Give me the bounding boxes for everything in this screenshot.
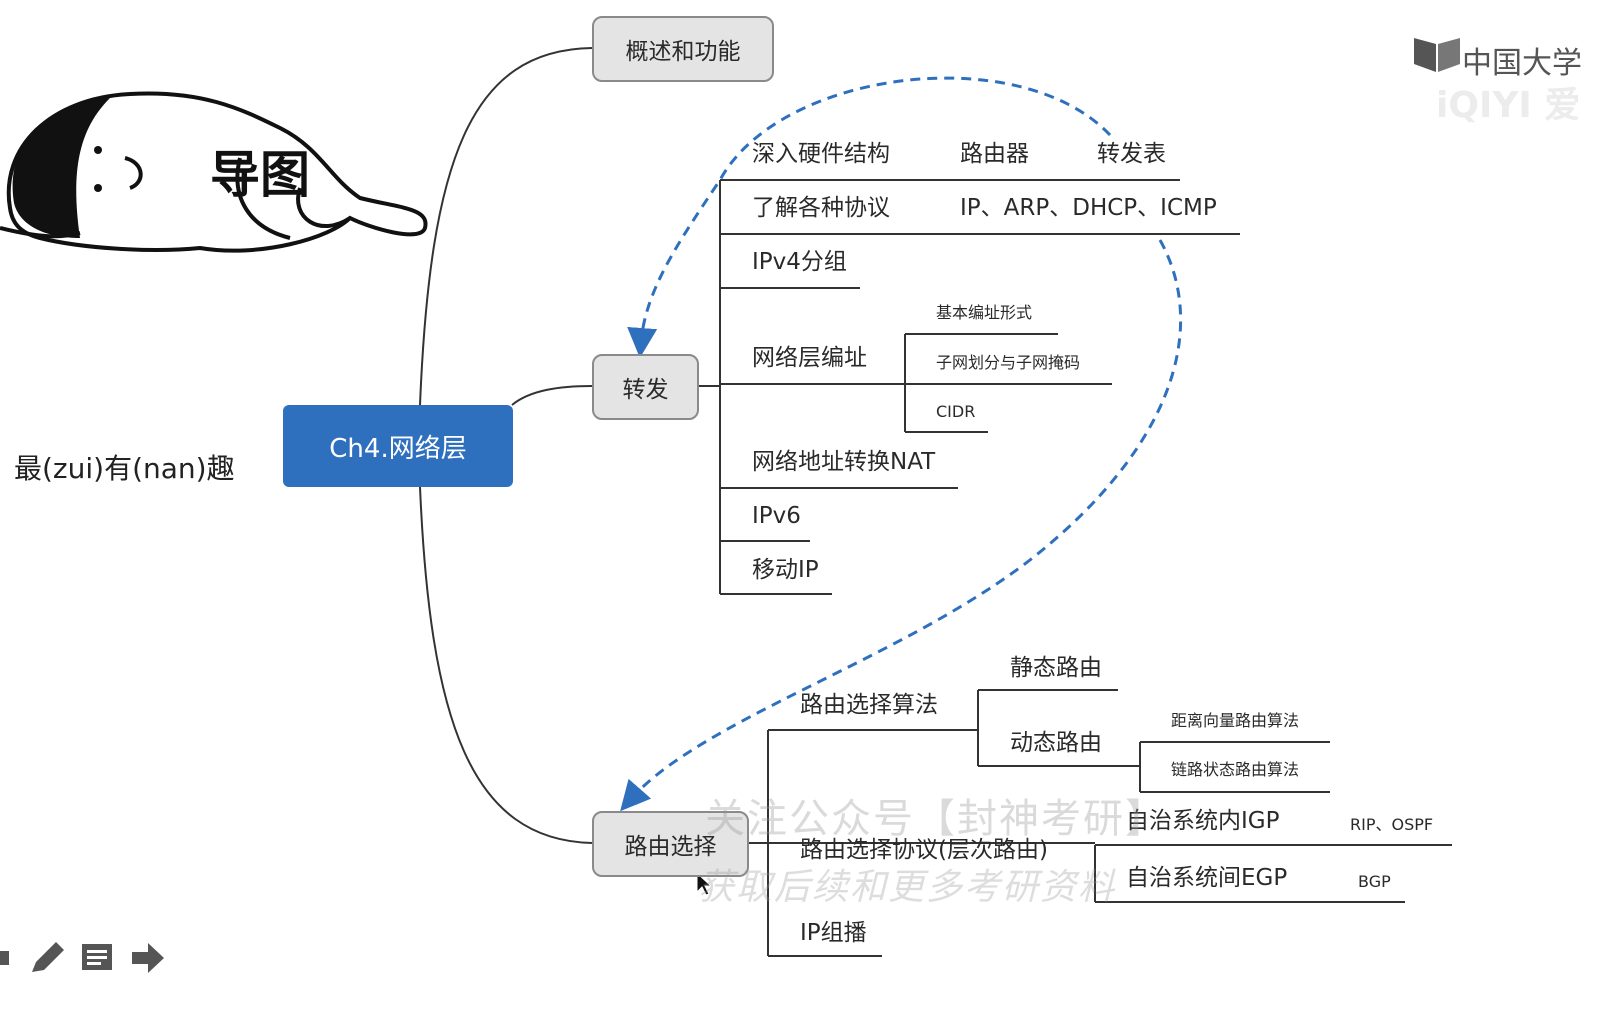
leaf-distance-vector: 距离向量路由算法 bbox=[1171, 711, 1300, 730]
leaf-dynamic: 动态路由 bbox=[1010, 730, 1102, 756]
node-forwarding[interactable]: 转发 bbox=[592, 354, 699, 420]
leaf-mobile: 移动IP bbox=[752, 557, 819, 583]
leaf-algorithms: 路由选择算法 bbox=[800, 692, 938, 718]
pencil-icon[interactable] bbox=[26, 940, 66, 976]
leaf-egp-detail: BGP bbox=[1358, 872, 1391, 891]
watermark-line1: 关注公众号【封神考研】 bbox=[705, 796, 1167, 842]
leaf-addressing: 网络层编址 bbox=[752, 345, 867, 371]
leaf-igp: 自治系统内IGP bbox=[1126, 808, 1280, 834]
notes-icon[interactable] bbox=[80, 940, 116, 976]
leaf-routing-protocols: 路由选择协议(层次路由) bbox=[800, 837, 1048, 863]
leaf-static: 静态路由 bbox=[1010, 655, 1102, 681]
leaf-protocols: 了解各种协议 bbox=[752, 195, 890, 221]
root-node[interactable]: Ch4.网络层 bbox=[283, 405, 513, 487]
watermark-line2: 获取后续和更多考研资料 bbox=[698, 867, 1117, 908]
leaf-multicast: IP组播 bbox=[800, 920, 867, 946]
mascot-illustration bbox=[0, 91, 428, 253]
node-overview[interactable]: 概述和功能 bbox=[592, 16, 774, 82]
leaf-ipv6: IPv6 bbox=[752, 503, 801, 529]
square-icon[interactable] bbox=[0, 940, 12, 976]
leaf-addressing-basic: 基本编址形式 bbox=[936, 303, 1033, 322]
leaf-addressing-cidr: CIDR bbox=[936, 402, 976, 421]
leaf-hardware: 深入硬件结构 bbox=[752, 141, 890, 167]
leaf-hardware-router: 路由器 bbox=[960, 141, 1029, 167]
leaf-hardware-table: 转发表 bbox=[1097, 141, 1166, 167]
leaf-igp-detail: RIP、OSPF bbox=[1350, 815, 1434, 834]
node-routing[interactable]: 路由选择 bbox=[592, 811, 749, 877]
brand-logo-icon bbox=[1414, 38, 1460, 72]
side-note: 最(zui)有(nan)趣 bbox=[14, 452, 235, 485]
leaf-addressing-subnet: 子网划分与子网掩码 bbox=[936, 353, 1081, 372]
brand-text: 中国大学 bbox=[1462, 46, 1582, 81]
leaf-egp: 自治系统间EGP bbox=[1126, 865, 1288, 891]
leaf-nat: 网络地址转换NAT bbox=[752, 449, 936, 475]
leaf-ipv4: IPv4分组 bbox=[752, 249, 847, 275]
leaf-protocols-detail: IP、ARP、DHCP、ICMP bbox=[960, 195, 1217, 221]
arrow-right-icon[interactable] bbox=[130, 940, 166, 976]
brand-watermark: iQIYI 爱 bbox=[1436, 85, 1581, 126]
mascot-caption: 导图 bbox=[210, 146, 310, 204]
leaf-link-state: 链路状态路由算法 bbox=[1171, 760, 1300, 779]
